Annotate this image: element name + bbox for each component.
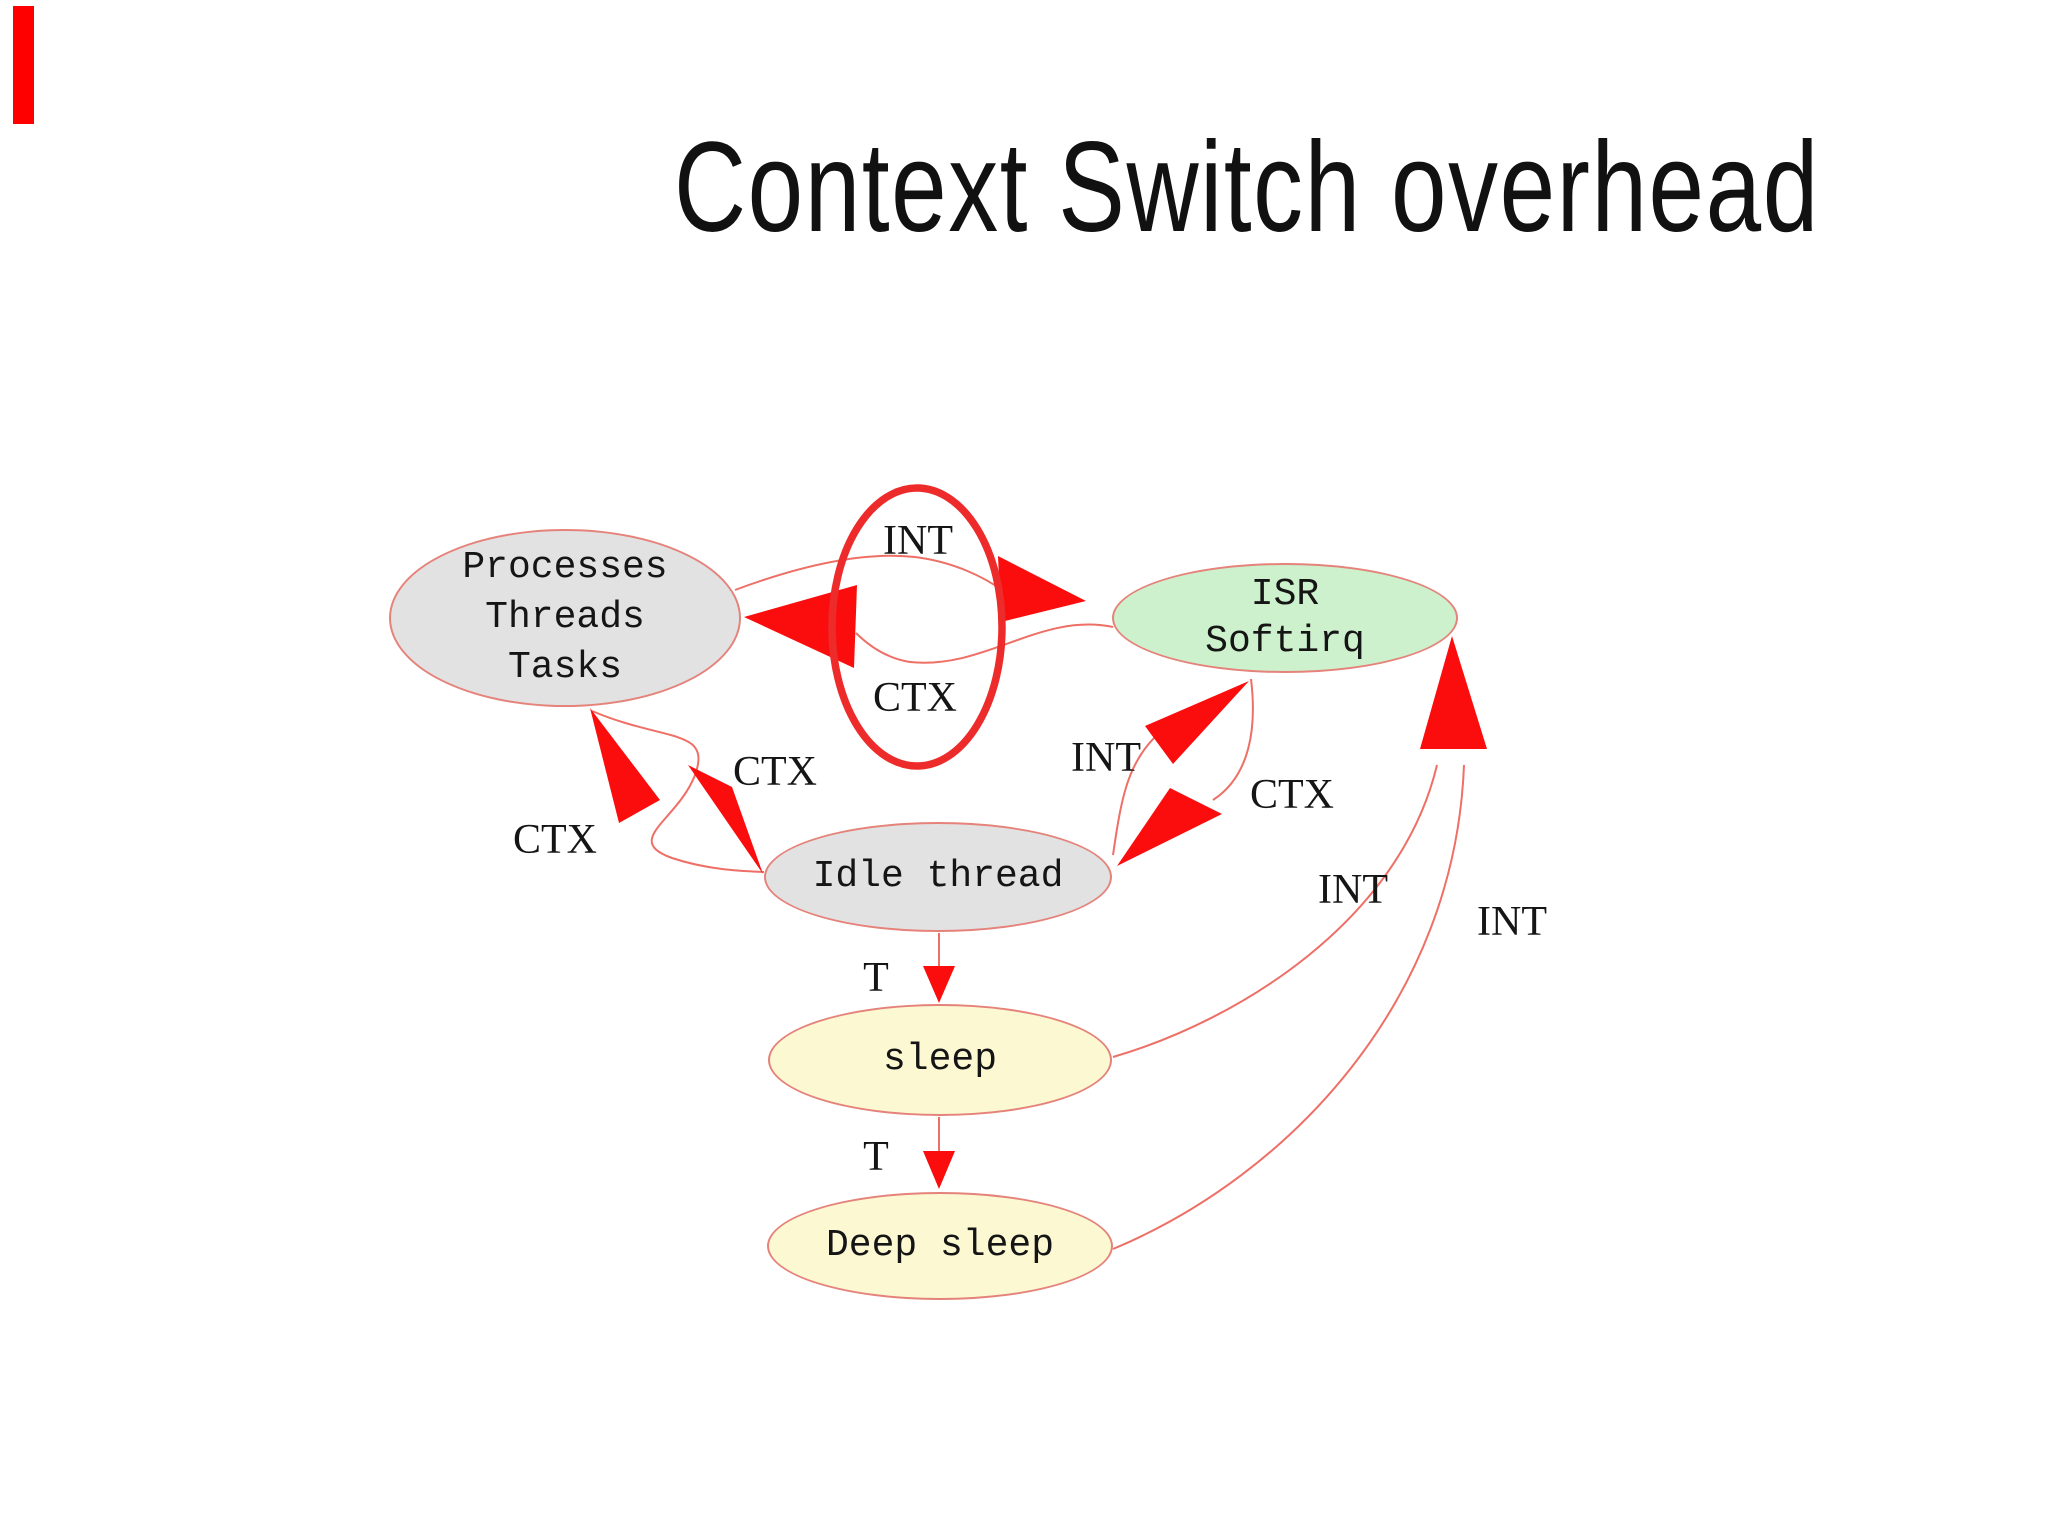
node-isr-softirq: ISR Softirq [1112, 563, 1458, 673]
node-label: Processes [462, 546, 668, 589]
arrowhead-processes-to-isr [998, 556, 1086, 622]
node-label: ISR [1250, 573, 1320, 616]
edge-isr-to-idle [1212, 678, 1254, 801]
slide-title: Context Switch overhead [674, 116, 1820, 259]
edge-isr-to-processes [855, 623, 1114, 664]
node-processes-threads-tasks: Processes Threads Tasks [389, 529, 741, 707]
node-label: Threads [485, 596, 645, 639]
edge-deep-sleep-to-isr [1112, 764, 1465, 1250]
node-label: Tasks [507, 646, 623, 689]
node-idle-thread: Idle thread [764, 822, 1112, 932]
node-label: Softirq [1205, 620, 1365, 663]
edge-label-t-sleep-deep: T [863, 1134, 889, 1180]
node-label: sleep [882, 1038, 998, 1081]
edge-label-int-processes-isr: INT [883, 518, 953, 564]
edge-label-ctx-isr-processes: CTX [873, 675, 957, 721]
arrowhead-idle-to-sleep [923, 966, 955, 1003]
arrowhead-idle-to-processes [590, 708, 660, 823]
arrowhead-isr-to-idle [1117, 788, 1222, 866]
node-sleep: sleep [768, 1004, 1112, 1116]
node-label: Deep sleep [825, 1224, 1055, 1267]
node-label: Idle thread [812, 855, 1064, 898]
edge-label-ctx-processes-idle: CTX [733, 749, 817, 795]
edge-label-int-sleep-isr: INT [1318, 867, 1388, 913]
edge-label-t-idle-sleep: T [863, 955, 889, 1001]
edge-label-int-idle-isr: INT [1071, 735, 1141, 781]
edge-processes-to-isr [734, 554, 1003, 591]
edge-label-ctx-isr-idle: CTX [1250, 772, 1334, 818]
arrowhead-sleep-to-deep-sleep [923, 1151, 955, 1189]
edge-label-int-deep-sleep-isr: INT [1477, 899, 1547, 945]
arrowhead-isr-to-processes [744, 585, 857, 668]
arrowhead-sleep-deep-to-isr [1420, 636, 1487, 749]
red-marker-bar [13, 6, 34, 124]
node-deep-sleep: Deep sleep [767, 1192, 1113, 1300]
edge-label-ctx-idle-processes: CTX [513, 817, 597, 863]
arrowhead-idle-to-isr [1145, 681, 1249, 764]
